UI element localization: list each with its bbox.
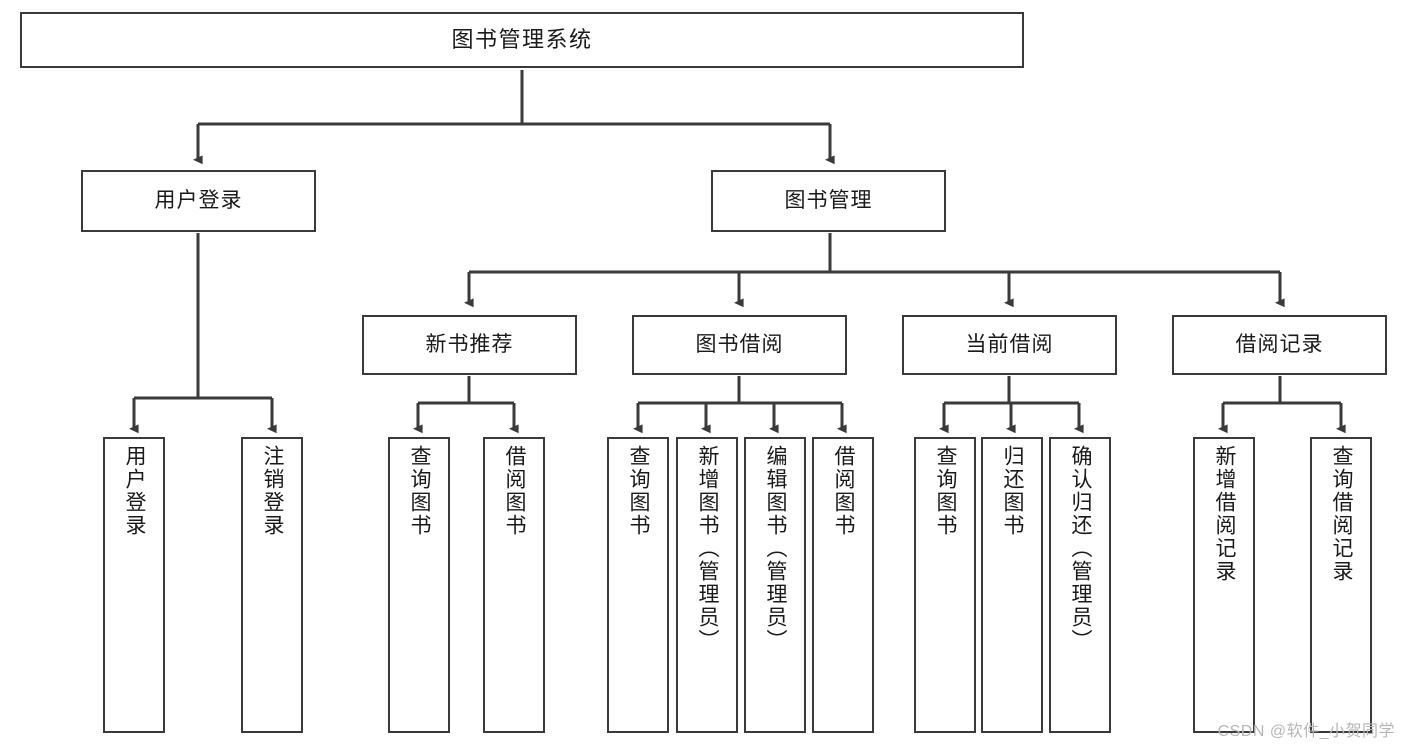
node-leaf-logout-login-label: 注销登录 [261,445,285,537]
node-leaf-query-book-3[interactable]: 查询图书 [914,437,976,733]
node-user-login[interactable]: 用户登录 [81,170,316,232]
node-new-book-recommend[interactable]: 新书推荐 [362,315,577,375]
node-book-management[interactable]: 图书管理 [711,170,946,232]
node-borrow-record[interactable]: 借阅记录 [1172,315,1387,375]
node-leaf-add-record[interactable]: 新增借阅记录 [1193,437,1255,733]
node-root-label: 图书管理系统 [451,27,593,53]
node-leaf-query-record[interactable]: 查询借阅记录 [1310,437,1372,733]
node-leaf-borrow-book-2-label: 借阅图书 [832,445,856,537]
node-leaf-logout-login[interactable]: 注销登录 [241,437,303,733]
node-book-management-label: 图书管理 [784,188,873,212]
node-leaf-user-login[interactable]: 用户登录 [103,437,165,733]
node-book-borrow-label: 图书借阅 [695,332,784,356]
node-leaf-edit-book-label: 编辑图书（管理员） [764,445,788,652]
node-leaf-borrow-book-2[interactable]: 借阅图书 [812,437,874,733]
node-leaf-query-book-1[interactable]: 查询图书 [388,437,450,733]
node-current-borrow[interactable]: 当前借阅 [902,315,1117,375]
node-borrow-record-label: 借阅记录 [1235,332,1324,356]
node-leaf-borrow-book-1[interactable]: 借阅图书 [483,437,545,733]
node-leaf-confirm-return-label: 确认归还（管理员） [1069,445,1093,652]
node-new-book-recommend-label: 新书推荐 [425,332,514,356]
node-current-borrow-label: 当前借阅 [965,332,1054,356]
node-leaf-query-record-label: 查询借阅记录 [1330,445,1354,583]
node-leaf-query-book-3-label: 查询图书 [934,445,958,537]
node-leaf-borrow-book-1-label: 借阅图书 [503,445,527,537]
node-leaf-query-book-2-label: 查询图书 [627,445,651,537]
node-leaf-user-login-label: 用户登录 [123,445,147,537]
node-user-login-label: 用户登录 [154,188,243,212]
node-leaf-add-record-label: 新增借阅记录 [1213,445,1237,583]
node-leaf-edit-book[interactable]: 编辑图书（管理员） [744,437,806,733]
node-root[interactable]: 图书管理系统 [20,12,1024,68]
node-leaf-query-book-2[interactable]: 查询图书 [607,437,669,733]
node-book-borrow[interactable]: 图书借阅 [632,315,847,375]
node-leaf-add-book[interactable]: 新增图书（管理员） [676,437,738,733]
node-leaf-add-book-label: 新增图书（管理员） [696,445,720,652]
node-leaf-confirm-return[interactable]: 确认归还（管理员） [1049,437,1111,733]
node-leaf-return-book-label: 归还图书 [1001,445,1025,537]
node-leaf-query-book-1-label: 查询图书 [408,445,432,537]
node-leaf-return-book[interactable]: 归还图书 [981,437,1043,733]
